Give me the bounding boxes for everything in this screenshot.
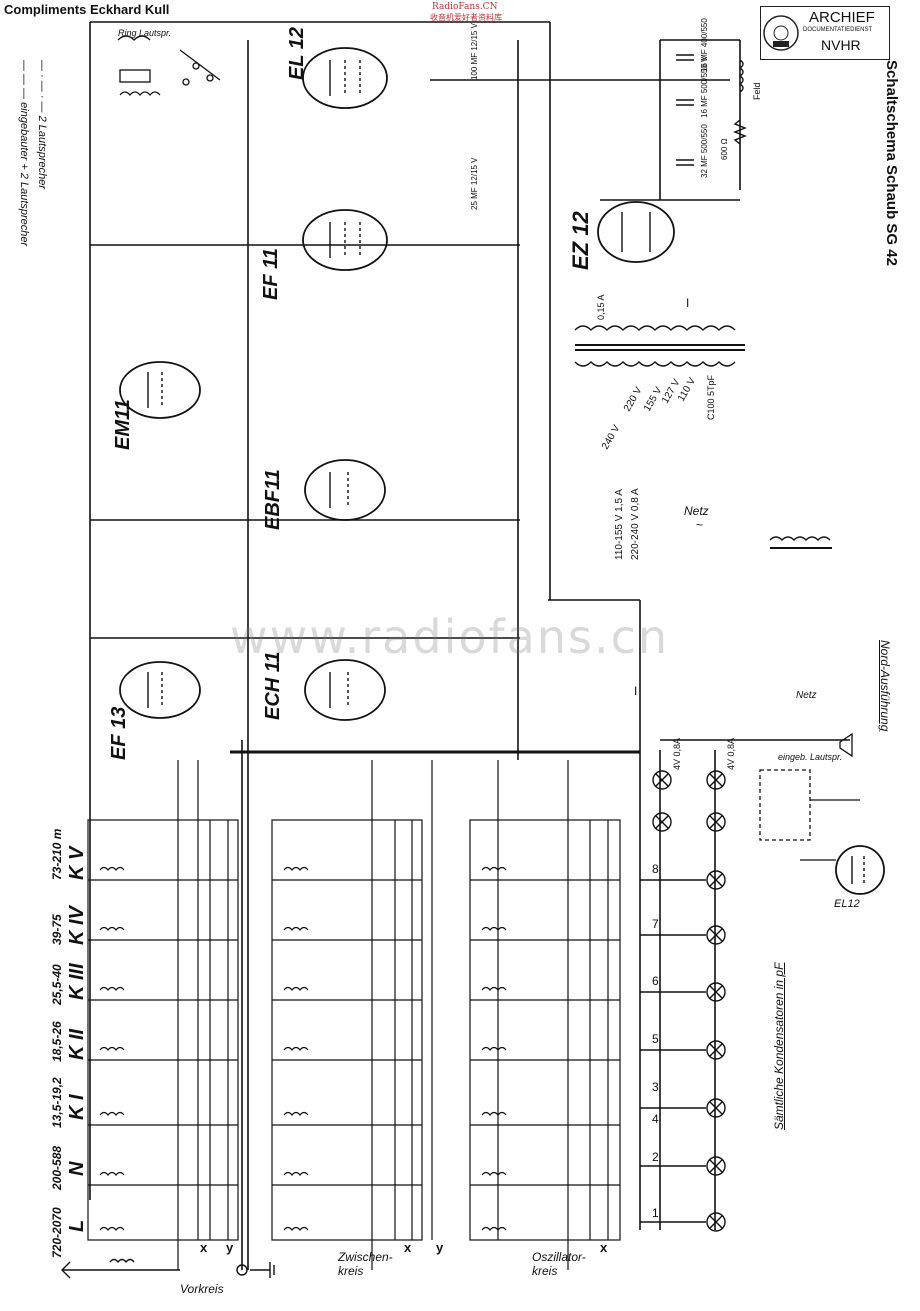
band-range: 720-2070	[50, 1207, 64, 1258]
watermark-top-sub: 收音机爱好者资料库	[430, 13, 502, 22]
x-marker: x	[404, 1240, 412, 1255]
netz-label: Netz	[684, 504, 709, 518]
watermark-center: www.radiofans.cn	[230, 610, 670, 664]
c100-label: C100 5TpF	[706, 374, 716, 420]
switch-number: 7	[652, 917, 659, 931]
band-name: K II	[66, 1028, 88, 1060]
switch-number: 6	[652, 974, 659, 988]
feld-label: Feld	[752, 82, 762, 100]
dial-lamps	[640, 770, 726, 1232]
netz-tilde: ~	[696, 518, 704, 532]
band-range: 13,5-19,2	[50, 1077, 64, 1128]
eingeb-lautspr-label: eingeb. Lautspr.	[778, 752, 843, 762]
cap-16mf-b: 16 MF 500/550 V	[700, 56, 709, 118]
cap-32mf: 32 MF 500/550	[700, 124, 709, 178]
oszillator-label: Oszillator-kreis	[532, 1250, 586, 1278]
y-marker: y	[226, 1240, 234, 1255]
fuse-label: 0,15 A	[596, 294, 606, 320]
tube-ez12-label: EZ 12	[568, 211, 593, 270]
band-range: 39-75	[50, 914, 64, 945]
voltage-spec-a: 110-155 V 1,5 A	[614, 489, 625, 560]
i-mark: I	[686, 296, 690, 310]
ring-speaker-label: Ring Lautspr.	[118, 28, 172, 38]
res-600: 600 Ω	[720, 138, 729, 160]
band-name: K V	[66, 846, 88, 880]
watermark-top: RadioFans.CN	[432, 2, 498, 12]
switch-number: 8	[652, 862, 659, 876]
lamp-rating: 4V 0,8A	[672, 737, 682, 770]
i-mark: I	[634, 684, 638, 698]
switch-number: 1	[652, 1206, 659, 1220]
band-range: 200-588	[50, 1145, 64, 1190]
stamp-line1: ARCHIEF	[809, 9, 875, 26]
lamp-rating: 4V 0,8A	[726, 737, 736, 770]
tube-el12-label: EL 12	[286, 27, 308, 80]
cap-100mf: 100 MF 12/15 V	[470, 23, 479, 80]
stamp-line2: DOCUMENTATIEDIENST	[803, 27, 873, 33]
switch-number: 4	[652, 1112, 659, 1126]
stamp-line3: NVHR	[821, 37, 861, 53]
band-name: N	[66, 1161, 88, 1176]
vorkreis-label: Vorkreis	[180, 1282, 224, 1296]
y-marker: y	[436, 1240, 444, 1255]
kondensatoren-note: Sämtliche Kondensatoren in pF	[772, 962, 786, 1130]
switch-number: 2	[652, 1150, 659, 1164]
tube-el12-nord-label: EL12	[834, 898, 860, 910]
tube-em11-label: EM11	[112, 399, 134, 450]
netz-label-nord: Netz	[796, 690, 817, 701]
x-marker: x	[600, 1240, 608, 1255]
voltage-spec-b: 220-240 V 0,8 A	[630, 488, 641, 560]
archive-stamp: ARCHIEF DOCUMENTATIEDIENST NVHR	[760, 6, 890, 60]
tube-ebf11-label: EBF11	[262, 469, 284, 530]
band-range: 18,5-26	[50, 1021, 64, 1062]
x-marker: x	[200, 1240, 208, 1255]
tube-ef13-label: EF 13	[108, 706, 130, 760]
band-range: 25,5-40	[50, 964, 64, 1005]
cap-25mf: 25 MF 12/15 V	[470, 157, 479, 210]
nord-label: Nord-Ausführung	[878, 640, 892, 732]
archive-logo-icon	[763, 15, 799, 51]
band-name: K III	[66, 963, 88, 1000]
band-name: K I	[66, 1094, 88, 1120]
tube-ef11-label: EF 11	[260, 248, 282, 300]
switch-number: 3	[652, 1080, 659, 1094]
band-range: 73-210 m	[50, 828, 64, 880]
switch-number: 5	[652, 1032, 659, 1046]
band-name: K IV	[66, 906, 88, 945]
zwischenkreis-label: Zwischen-kreis	[338, 1250, 393, 1278]
band-name: L	[66, 1219, 88, 1232]
credit-text: Compliments Eckhard Kull	[4, 2, 170, 17]
